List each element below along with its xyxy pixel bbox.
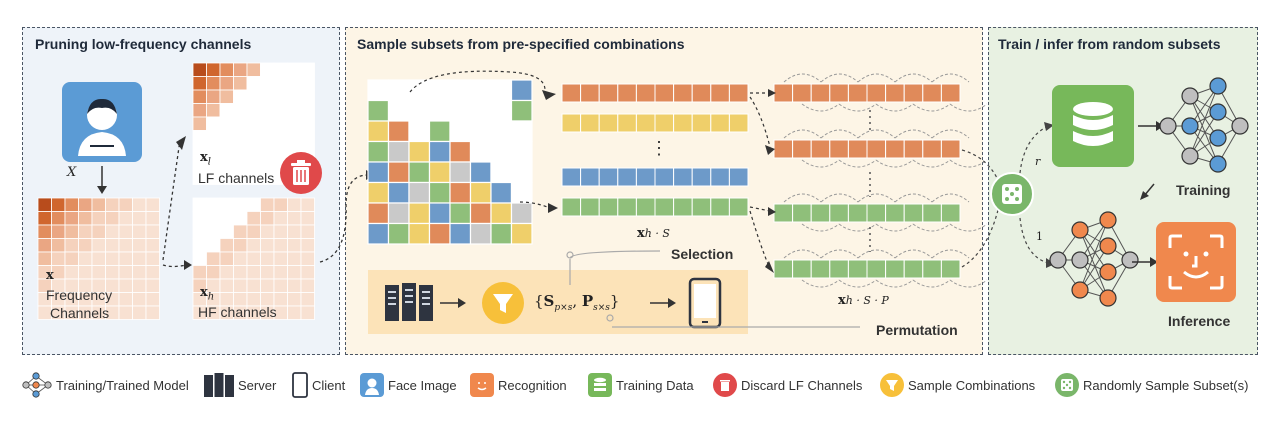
- legend-label: Face Image: [388, 377, 457, 393]
- perm-to-dice-arrows: [961, 149, 999, 268]
- frequency-channels-grid: [37, 197, 160, 320]
- legend-label: Discard LF Channels: [741, 377, 863, 393]
- permutation-math: xh · S · P: [838, 293, 889, 308]
- permutation-bars: [773, 73, 988, 288]
- legend-item: Training/Trained Model: [22, 372, 189, 398]
- lf-channels-label: LF channels: [198, 170, 275, 186]
- train-panel-title: Train / infer from random subsets: [998, 36, 1221, 52]
- combo-math: {Sp×s, Ps×s}: [534, 292, 620, 313]
- selection-dots: ⋮: [650, 138, 668, 158]
- pruning-panel-title: Pruning low-frequency channels: [35, 36, 252, 52]
- arrow-model-to-recognition: [1132, 257, 1158, 267]
- server-icon: [204, 373, 234, 397]
- one-label: 1: [1036, 230, 1043, 243]
- selection-label: Selection: [671, 246, 734, 262]
- face-image-icon: [62, 82, 142, 162]
- filter-icon: [880, 373, 904, 397]
- split-arrows: [162, 136, 192, 270]
- sampling-panel-title: Sample subsets from pre-specified combin…: [357, 36, 685, 52]
- face-input-label: X: [67, 165, 77, 180]
- hf-channels-grid: [192, 197, 315, 320]
- legend-label: Training Data: [616, 377, 694, 393]
- legend-item: Training Data: [588, 372, 694, 398]
- matrix-to-bars-arrows: [409, 70, 558, 213]
- client-phone-icon: [292, 372, 308, 398]
- training-label: Training: [1176, 182, 1231, 198]
- dice-icon: [1055, 373, 1079, 397]
- arrow-face-to-freq: [97, 166, 107, 194]
- inference-label: Inference: [1168, 313, 1231, 329]
- legend-item: Randomly Sample Subset(s): [1055, 372, 1248, 398]
- legend-item: Recognition: [470, 372, 567, 398]
- arrow-filter-to-client: [650, 298, 676, 308]
- training-data-icon: [1052, 85, 1134, 167]
- legend-item: Sample Combinations: [880, 372, 1035, 398]
- legend-label: Recognition: [498, 377, 567, 393]
- legend-label: Client: [312, 377, 346, 393]
- r-label: r: [1035, 155, 1041, 168]
- dice-icon: [990, 172, 1034, 216]
- arrow-training-to-inference: [1140, 183, 1155, 200]
- filter-icon: [482, 282, 524, 324]
- legend-label: Server: [238, 377, 277, 393]
- face-image-icon: [360, 373, 384, 397]
- hf-channels-label: HF channels: [198, 304, 277, 320]
- model-icon: [22, 370, 52, 400]
- training-data-icon: [588, 373, 612, 397]
- recognition-icon: [470, 373, 494, 397]
- discard-icon: [280, 152, 322, 194]
- recognition-icon: [1156, 222, 1236, 302]
- server-icon: [385, 283, 433, 323]
- legend-item: Face Image: [360, 372, 457, 398]
- permutation-label: Permutation: [876, 322, 958, 338]
- legend-item: Discard LF Channels: [713, 372, 862, 398]
- inference-model-icon: [1049, 211, 1139, 307]
- hf-var-label: xh: [200, 285, 215, 303]
- bars-to-perm-arrows: [749, 89, 776, 273]
- combination-matrix: [367, 79, 533, 245]
- selection-bars: [561, 83, 749, 217]
- arrow-server-to-filter: [440, 298, 466, 308]
- training-model-icon: [1159, 77, 1249, 173]
- legend-label: Randomly Sample Subset(s): [1083, 377, 1249, 393]
- legend-item: Server: [204, 372, 276, 398]
- legend-item: Client: [292, 372, 345, 398]
- selection-math: xh · S: [637, 226, 670, 241]
- freq-channels-line1: Frequency: [46, 287, 113, 303]
- lf-var-label: xl: [200, 150, 211, 168]
- legend-label: Training/Trained Model: [56, 377, 189, 393]
- freq-var-label: x: [46, 268, 54, 283]
- combo-connectors: [566, 250, 860, 328]
- legend-label: Sample Combinations: [908, 377, 1036, 393]
- lf-channels-grid: [192, 62, 315, 185]
- discard-icon: [713, 373, 737, 397]
- freq-channels-line2: Channels: [50, 305, 110, 321]
